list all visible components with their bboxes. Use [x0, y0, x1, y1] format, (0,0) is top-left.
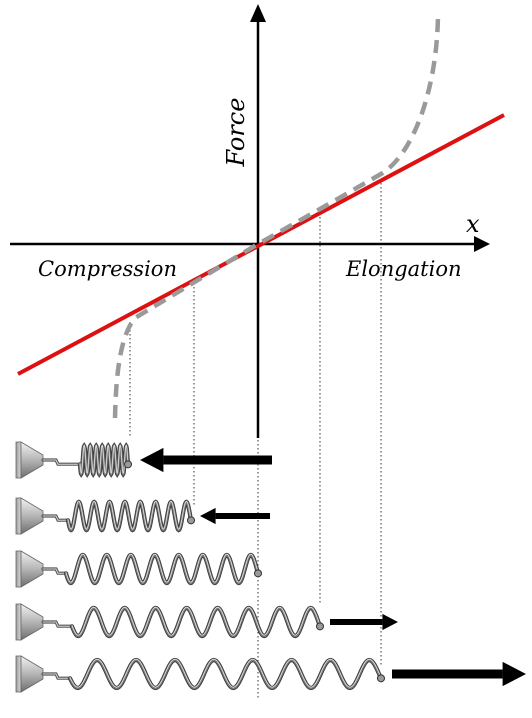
wall-mount-cone-icon: [20, 497, 44, 535]
spring-rod: [41, 567, 68, 575]
coil-spring-highlight: [71, 606, 321, 636]
coil-spring-highlight: [65, 553, 259, 583]
y-axis-label: Force: [222, 98, 250, 168]
spring-end-cap: [316, 622, 324, 631]
force-arrow-icon: [200, 507, 216, 525]
elongation-label: Elongation: [345, 257, 462, 281]
wall-mount-cone-icon: [20, 550, 44, 588]
wall-plate-icon: [15, 441, 22, 479]
force-arrow-shaft: [392, 669, 503, 679]
spring-rod-highlight: [42, 568, 67, 574]
spring-end-cap: [124, 460, 132, 469]
x-axis-arrowhead: [474, 236, 490, 252]
spring-row-3: [15, 550, 262, 588]
force-arrow-icon: [502, 661, 526, 687]
wall-mount-cone-icon: [20, 441, 44, 479]
coil-spring-highlight: [79, 444, 129, 474]
springs: [15, 441, 526, 693]
spring-rod: [41, 458, 82, 466]
wall-plate-icon: [15, 603, 22, 641]
spring-rod: [41, 514, 70, 522]
y-axis-arrowhead: [250, 4, 266, 22]
spring-end-cap: [254, 569, 262, 578]
force-arrow-shaft: [163, 455, 272, 465]
force-arrow-icon: [140, 447, 164, 473]
compression-label: Compression: [38, 257, 177, 281]
wall-plate-icon: [15, 655, 22, 693]
linear-fit-line: [17, 113, 505, 376]
spring-row-2: [15, 497, 270, 535]
spring-row-1: [15, 441, 272, 479]
wall-plate-icon: [15, 497, 22, 535]
spring-row-4: [15, 603, 398, 641]
spring-end-cap: [187, 516, 195, 525]
spring-end-cap: [377, 674, 385, 683]
wall-mount-cone-icon: [20, 655, 44, 693]
force-arrow-shaft: [330, 619, 383, 625]
spring-rod-highlight: [42, 621, 73, 627]
force-arrow-shaft: [215, 513, 270, 519]
coil-spring-highlight: [67, 500, 192, 530]
spring-row-5: [15, 655, 526, 693]
wall-plate-icon: [15, 550, 22, 588]
spring-rod-highlight: [42, 673, 71, 679]
force-arrow-icon: [382, 613, 398, 631]
actual-force-curve: [112, 14, 441, 419]
coil-spring-highlight: [69, 658, 382, 688]
spring-rod-highlight: [42, 459, 81, 465]
spring-rod-highlight: [42, 515, 69, 521]
x-axis-label: x: [466, 210, 480, 238]
wall-mount-cone-icon: [20, 603, 44, 641]
